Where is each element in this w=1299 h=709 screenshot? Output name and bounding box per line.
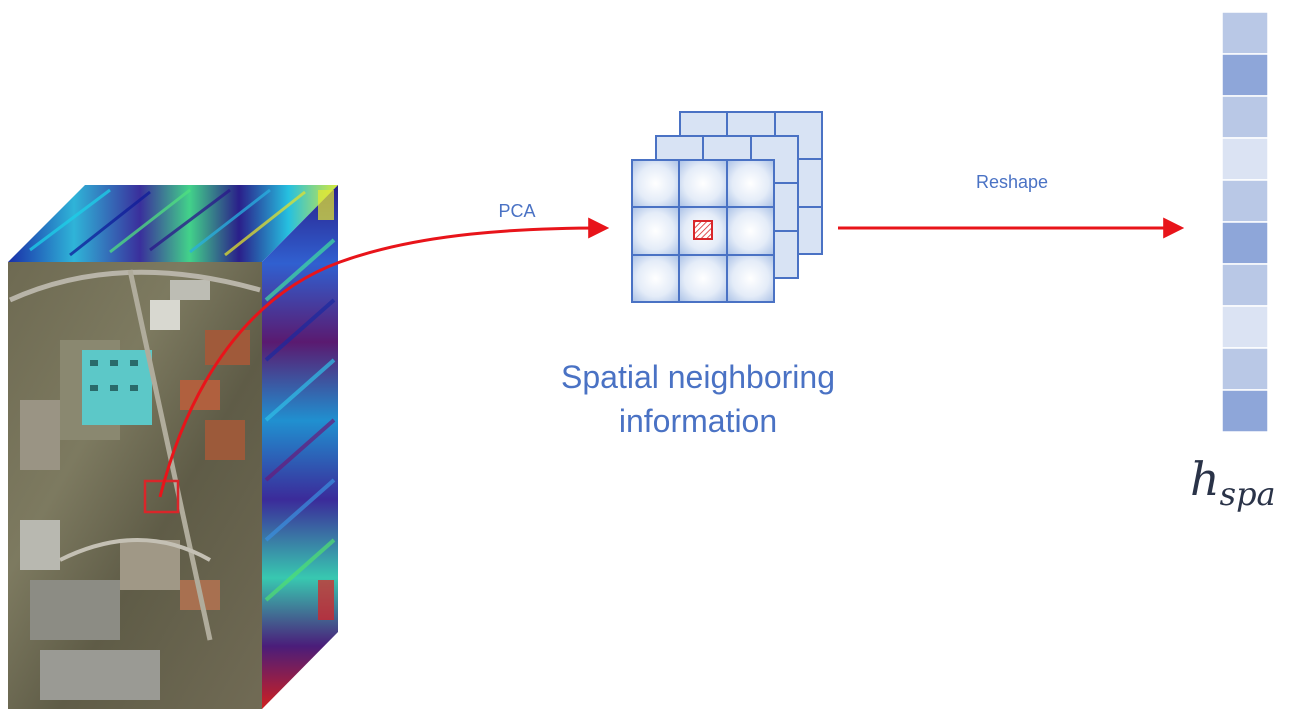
vector-cell — [1221, 95, 1269, 139]
vector-cell — [1221, 305, 1269, 349]
pca-label: PCA — [498, 201, 535, 221]
patch-stack — [631, 111, 823, 303]
aerial-image-details — [8, 269, 261, 700]
vector-cell — [1221, 137, 1269, 181]
cube-side-face — [262, 185, 338, 709]
vector-cell — [1221, 221, 1269, 265]
feature-vector — [1221, 11, 1269, 433]
patch-grid-front — [631, 159, 775, 303]
center-pixel-marker — [693, 220, 713, 240]
cube-top-streaks — [29, 188, 306, 257]
vector-cell — [1221, 389, 1269, 433]
vector-cell — [1221, 263, 1269, 307]
vector-cell — [1221, 53, 1269, 97]
vector-cell — [1221, 179, 1269, 223]
hyperspectral-cube — [8, 185, 338, 709]
selected-patch-box — [143, 479, 180, 514]
pca-arrow — [158, 217, 610, 498]
vector-cell — [1221, 347, 1269, 391]
output-symbol-sub: spa — [1220, 475, 1276, 513]
cube-side-streaks — [264, 190, 336, 620]
spatial-label-line1: Spatial neighboring — [561, 359, 835, 395]
vector-cell — [1221, 11, 1269, 55]
reshape-label: Reshape — [976, 172, 1048, 192]
output-symbol: hspa — [1190, 452, 1276, 513]
aerial-image — [8, 262, 262, 709]
spatial-label-line2: information — [619, 403, 777, 439]
output-symbol-main: h — [1190, 452, 1220, 506]
